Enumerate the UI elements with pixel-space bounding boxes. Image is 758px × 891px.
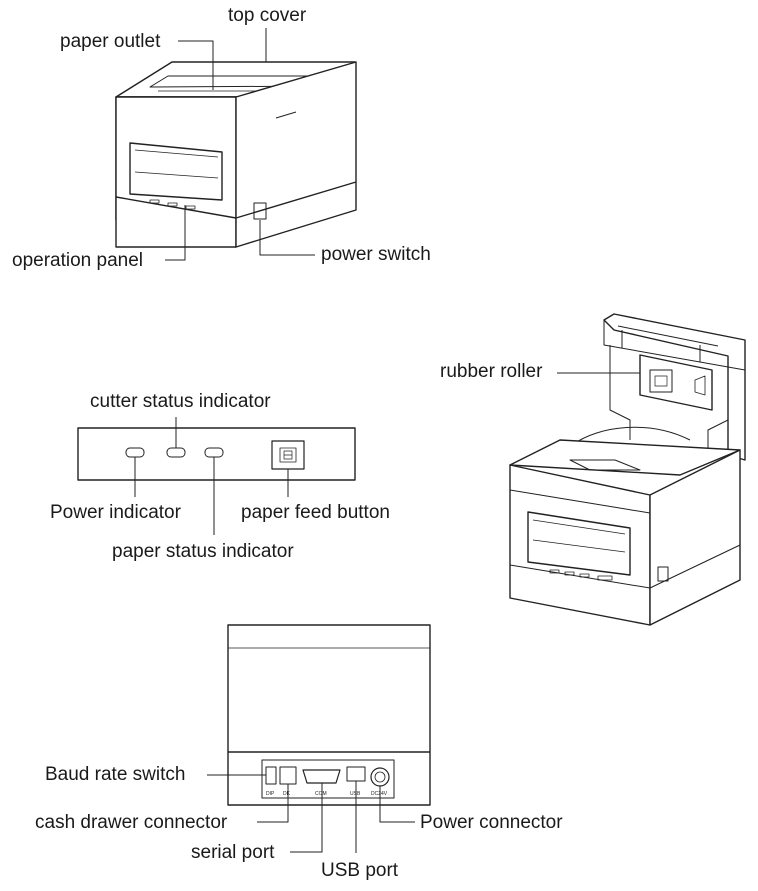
label-cutter-status-indicator: cutter status indicator [90, 391, 271, 412]
label-usb-port: USB port [321, 860, 399, 881]
port-mark-com: COM [315, 791, 327, 797]
label-paper-outlet: paper outlet [60, 31, 161, 52]
label-paper-feed-button: paper feed button [241, 502, 390, 523]
operation-panel-view [77, 417, 356, 535]
label-paper-status-indicator: paper status indicator [112, 541, 294, 562]
printer-open-view [509, 313, 746, 626]
port-mark-usb: USB [350, 791, 361, 797]
label-operation-panel: operation panel [12, 250, 143, 271]
printer-back-view [207, 624, 431, 853]
label-top-cover: top cover [228, 5, 307, 26]
label-cash-drawer-connector: cash drawer connector [35, 812, 228, 833]
printer-front-view [115, 28, 357, 261]
port-mark-dc: DC24V [371, 791, 388, 797]
port-mark-dip: DIP [266, 791, 275, 797]
label-power-connector: Power connector [420, 812, 563, 833]
label-power-switch: power switch [321, 244, 431, 265]
label-power-indicator: Power indicator [50, 502, 181, 523]
label-baud-rate-switch: Baud rate switch [45, 764, 186, 785]
port-mark-dk: DK [283, 791, 291, 797]
label-serial-port: serial port [191, 842, 275, 863]
label-rubber-roller: rubber roller [440, 361, 543, 382]
